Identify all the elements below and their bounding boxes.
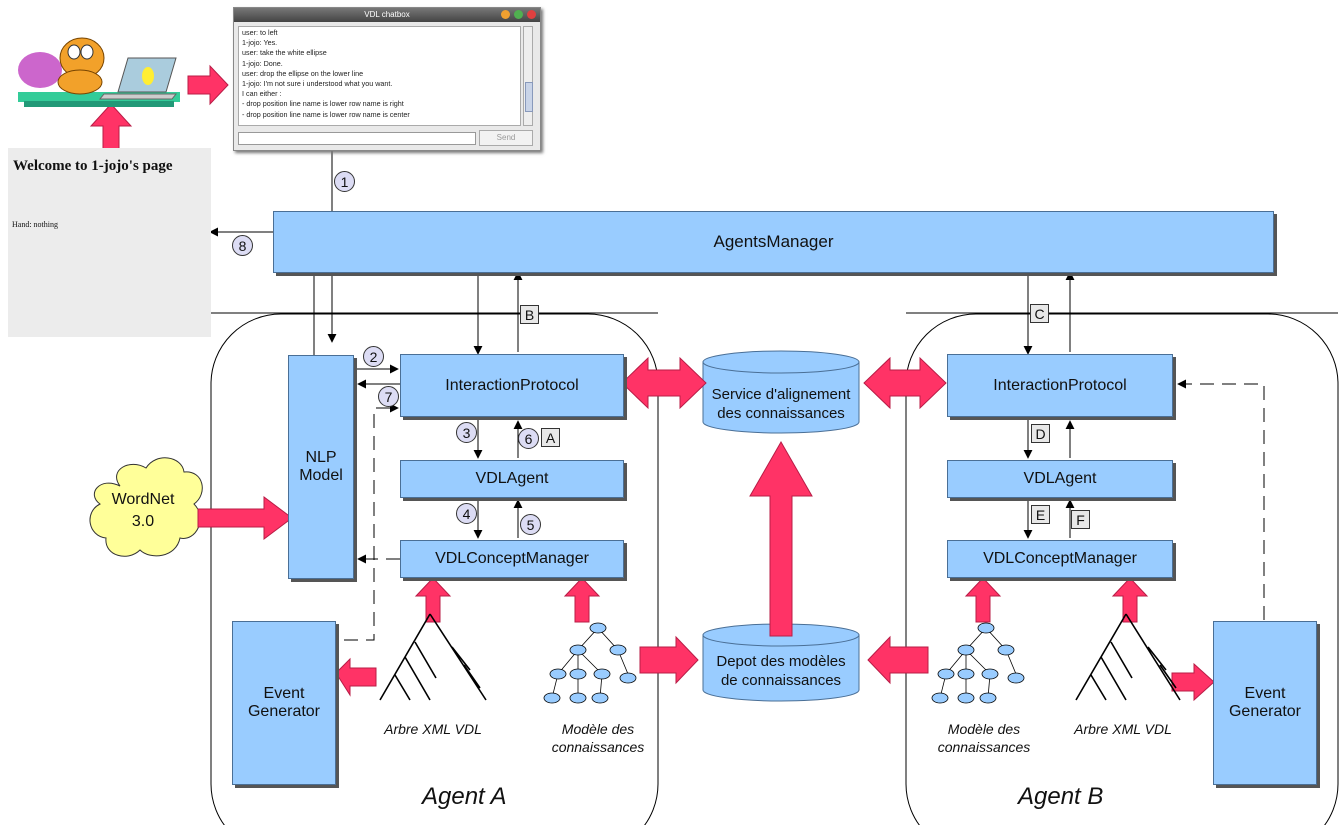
event-generator-a-line2: Generator: [247, 703, 321, 720]
step-a-badge: A: [541, 428, 560, 447]
chat-input[interactable]: [238, 132, 476, 145]
chat-log: user: to left 1-jojo: Yes. user: take th…: [238, 26, 521, 126]
model-repository-line2: de connaissances: [720, 672, 842, 689]
chatbox-window: VDL chatbox user: to left 1-jojo: Yes. u…: [233, 7, 541, 151]
alignment-service-line1: Service d'alignement: [711, 386, 851, 403]
chat-line: user: drop the ellipse on the lower line: [242, 68, 364, 78]
event-generator-b-line1: Event: [1244, 685, 1286, 702]
send-button[interactable]: Send: [479, 130, 533, 146]
step-b-badge: B: [520, 305, 539, 324]
caption-line2: connaissances: [551, 739, 645, 755]
vdl-agent-b-label: VDLAgent: [1023, 470, 1097, 487]
step-1-badge: 1: [334, 171, 355, 192]
interaction-protocol-a-box: InteractionProtocol: [400, 354, 624, 417]
xml-tree-b: [1075, 613, 1181, 701]
step-8-badge: 8: [232, 235, 253, 256]
nlp-model-box: NLP Model: [288, 355, 354, 579]
knowledge-model-a-caption: Modèle des connaissances: [528, 720, 668, 756]
webpage-panel: Welcome to 1-jojo's page Hand: nothing: [8, 148, 211, 337]
vdl-agent-a-box: VDLAgent: [400, 460, 624, 498]
scrollbar-thumb[interactable]: [525, 82, 533, 112]
chat-line: 1-jojo: Done.: [242, 58, 283, 68]
vdl-agent-a-label: VDLAgent: [475, 470, 549, 487]
wordnet-label: WordNet 3.0: [103, 489, 183, 533]
step-5-badge: 5: [520, 514, 541, 535]
wordnet-line2: 3.0: [131, 513, 155, 530]
chat-line: - drop position line name is lower row n…: [242, 99, 404, 109]
step-4-badge: 4: [456, 503, 477, 524]
caption-line1: Modèle des: [947, 721, 1021, 737]
event-generator-b-box: Event Generator: [1213, 621, 1317, 785]
alignment-service-label: Service d'alignement des connaissances: [703, 385, 859, 423]
step-e-badge: E: [1031, 505, 1050, 524]
agents-manager-box: AgentsManager: [273, 211, 1274, 273]
agent-b-region: [905, 313, 1339, 825]
step-f-badge: F: [1071, 510, 1090, 529]
concept-manager-a-box: VDLConceptManager: [400, 540, 624, 578]
concept-manager-a-label: VDLConceptManager: [435, 550, 589, 567]
agents-manager-label: AgentsManager: [713, 232, 834, 251]
step-2-badge: 2: [363, 346, 384, 367]
xml-tree-a: [379, 613, 487, 701]
interaction-protocol-b-box: InteractionProtocol: [947, 354, 1173, 417]
agent-a-region: [210, 313, 659, 825]
step-6-badge: 6: [518, 428, 539, 449]
chat-scrollbar[interactable]: [523, 26, 533, 126]
chat-line: user: to left: [242, 28, 278, 37]
step-d-badge: D: [1031, 424, 1050, 443]
step-7-badge: 7: [378, 386, 399, 407]
xml-tree-b-caption: Arbre XML VDL: [1074, 721, 1172, 737]
event-generator-a-box: Event Generator: [232, 621, 336, 785]
chat-line: 1-jojo: I'm not sure i understood what y…: [242, 79, 393, 89]
chat-line: 1-jojo: Yes.: [242, 38, 278, 48]
chat-line: user: take the white ellipse: [242, 48, 327, 58]
caption-line2: connaissances: [937, 739, 1031, 755]
model-repository-line1: Depot des modèles: [716, 653, 846, 670]
chat-line: I can either :: [242, 89, 282, 99]
nlp-label-line2: Model: [299, 467, 343, 484]
knowledge-model-b-caption: Modèle des connaissances: [914, 720, 1054, 756]
knowledge-tree-b: [931, 622, 1025, 704]
model-repository-cylinder: [702, 623, 860, 702]
chatbox-title: VDL chatbox: [364, 10, 410, 19]
chat-line: - drop position line name is lower row n…: [242, 109, 410, 119]
event-generator-a-line1: Event: [263, 685, 305, 702]
agent-b-title: Agent B: [1018, 783, 1104, 810]
concept-manager-b-label: VDLConceptManager: [983, 550, 1137, 567]
step-c-badge: C: [1030, 304, 1049, 323]
webpage-title: Welcome to 1-jojo's page: [13, 158, 173, 174]
alignment-service-cylinder: [702, 350, 860, 434]
hand-label: Hand: nothing: [12, 220, 58, 229]
step-3-badge: 3: [456, 422, 477, 443]
chatbox-title-bar: VDL chatbox: [234, 8, 540, 22]
minimize-icon[interactable]: [500, 10, 510, 19]
event-generator-b-line2: Generator: [1228, 703, 1302, 720]
big-arrows: [89, 64, 1215, 702]
caption-line1: Modèle des: [561, 721, 635, 737]
user-at-computer-illustration: [18, 37, 180, 107]
concept-manager-b-box: VDLConceptManager: [947, 540, 1173, 578]
interaction-protocol-b-label: InteractionProtocol: [993, 376, 1127, 394]
model-repository-label: Depot des modèles de connaissances: [703, 652, 859, 690]
nlp-label-line1: NLP: [305, 449, 337, 466]
vdl-agent-b-box: VDLAgent: [947, 460, 1173, 498]
knowledge-tree-a: [543, 622, 637, 704]
interaction-protocol-a-label: InteractionProtocol: [445, 376, 579, 394]
maximize-icon[interactable]: [513, 10, 523, 19]
alignment-service-line2: des connaissances: [717, 405, 845, 422]
close-icon[interactable]: [527, 10, 536, 19]
wordnet-line1: WordNet: [111, 491, 175, 508]
dashed-connectors: [344, 379, 1265, 641]
agent-a-title: Agent A: [422, 783, 507, 810]
wordnet-cloud: [89, 457, 203, 557]
xml-tree-a-caption: Arbre XML VDL: [384, 721, 482, 737]
